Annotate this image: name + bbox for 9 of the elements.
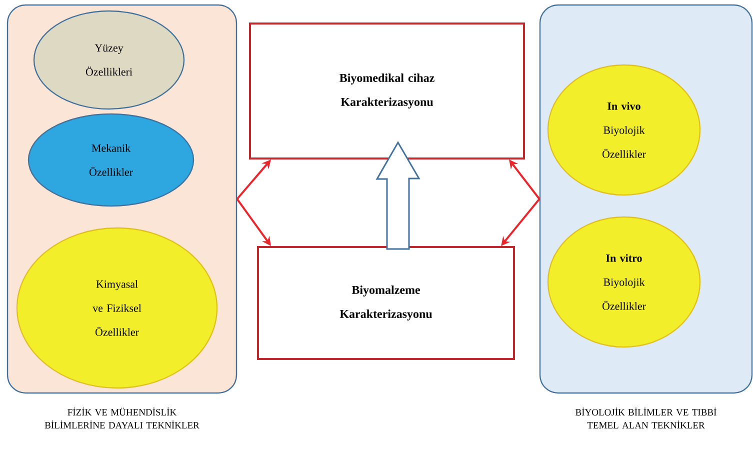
ellipse-node: In vitro Biyolojik Özellikler [547, 216, 701, 348]
panel-caption: BİYOLOJİK BİLİMLER VE TIBBİ TEMEL ALAN TEKNİKLER [576, 408, 716, 428]
ellipse-node: Mekanik Özellikler [28, 113, 194, 207]
ellipse-node: Yüzey Özellikleri [33, 10, 185, 110]
process-box: Biyomedikal cihaz Karakterizasyonu [249, 22, 525, 160]
panel-caption: FİZİK VE MÜHENDİSLİK BİLİMLERİNE DAYALI TEKNİKLER [44, 408, 200, 428]
ellipse-node: Kimyasal ve Fiziksel Özellikler [16, 227, 218, 389]
ellipse-node: In vivo Biyolojik Özellikler [547, 64, 701, 196]
process-box: Biyomalzeme Karakterizasyonu [257, 246, 515, 360]
